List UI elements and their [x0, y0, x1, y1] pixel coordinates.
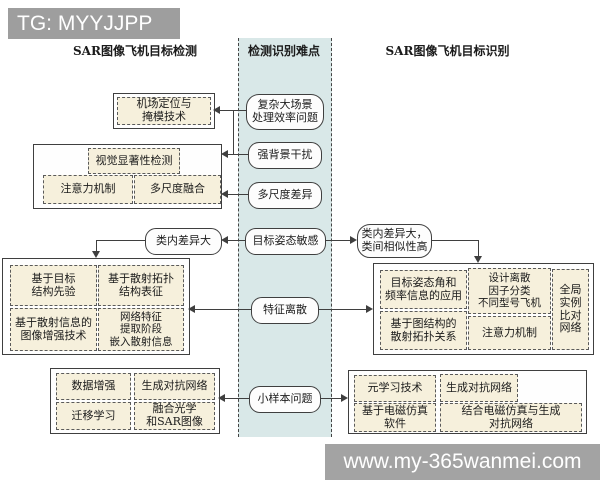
- detection-visual-saliency-cell: 视觉显著性检测: [88, 148, 180, 174]
- watermark-top-left: TG: MYYJJPP: [8, 8, 180, 39]
- recognition-em-gan-cell: 结合电磁仿真与生成 对抗网络: [440, 403, 582, 432]
- header-detection: SAR图像飞机目标检测: [73, 44, 197, 58]
- recognition-attention-cell: 注意力机制: [468, 316, 551, 350]
- line-feature-right: [318, 309, 366, 310]
- header-recognition: SAR图像飞机目标识别: [385, 44, 510, 58]
- detection-structure-box: 基于目标 结构先验 基于散射拓扑 结构表征 基于散射信息的 图像增强技术 网络特…: [2, 258, 190, 355]
- line-scale-difference: [228, 194, 248, 195]
- arrow-to-structure-box-icon: [92, 251, 100, 258]
- node-scale-difference: 多尺度差异: [248, 182, 322, 209]
- arrow-to-intra-inter-icon: [350, 236, 357, 244]
- detection-target-prior-cell: 基于目标 结构先验: [10, 265, 97, 306]
- recognition-pose-box: 目标姿态角和 频率信息的应用 设计离散 因子分类 不同型号飞机 全局 实例 比对…: [373, 263, 594, 355]
- recognition-pose-freq-cell: 目标姿态角和 频率信息的应用: [380, 270, 467, 309]
- detection-optical-fusion-cell: 融合光学 和SAR图像: [134, 402, 215, 430]
- arrow-to-pose-left-icon: [366, 305, 373, 313]
- arrow-to-smallsample-left-icon: [218, 394, 225, 402]
- detection-transfer-cell: 迁移学习: [56, 402, 131, 430]
- line-smallsample-right: [319, 398, 341, 399]
- arrow-to-fusion-icon: [221, 190, 228, 198]
- line-intra-class-down: [96, 240, 97, 252]
- detection-data-aug-cell: 数据增强: [56, 373, 131, 400]
- line-intra-inter-right: [430, 240, 478, 241]
- line-branch-down: [233, 110, 234, 155]
- detection-network-embed-cell: 网络特征 提取阶段 嵌入散射信息: [98, 308, 184, 351]
- arrow-to-intra-class-icon: [221, 236, 228, 244]
- line-pose-right: [325, 240, 350, 241]
- watermark-bottom-right: www.my-365wanmei.com: [325, 444, 600, 480]
- recognition-discrete-factor-cell: 设计离散 因子分类 不同型号飞机: [468, 268, 551, 314]
- line-intra-class-left: [96, 240, 145, 241]
- detection-multiscale-fusion-cell: 多尺度融合: [134, 175, 221, 204]
- node-complex-scene: 复杂大场景 处理效率问题: [246, 94, 324, 130]
- detection-scatter-topology-cell: 基于散射拓扑 结构表征: [98, 265, 184, 306]
- node-small-sample: 小样本问题: [249, 386, 321, 413]
- node-feature-discreteness: 特征离散: [251, 297, 319, 324]
- recognition-gan-cell: 生成对抗网络: [440, 374, 518, 402]
- detection-gan-cell: 生成对抗网络: [134, 373, 215, 400]
- detection-attention-cell: 注意力机制: [43, 175, 133, 204]
- arrow-to-pose-box-icon: [474, 256, 482, 263]
- detection-airport-box: 机场定位与 掩模技术: [113, 93, 215, 129]
- arrow-to-structure-right-icon: [188, 305, 195, 313]
- recognition-em-software-cell: 基于电磁仿真 软件: [354, 403, 436, 432]
- recognition-smallsample-box: 元学习技术 生成对抗网络 基于电磁仿真 软件 结合电磁仿真与生成 对抗网络: [348, 370, 587, 434]
- recognition-meta-learning-cell: 元学习技术: [354, 375, 436, 402]
- arrow-to-smallsample-right-icon: [341, 394, 348, 402]
- line-strong-clutter: [228, 154, 248, 155]
- recognition-intra-inter-pill: 类内差异大， 类间相似性高: [357, 224, 432, 258]
- line-intra-inter-down: [478, 240, 479, 257]
- line-smallsample-left: [225, 398, 249, 399]
- node-pose-sensitivity: 目标姿态敏感: [245, 228, 326, 255]
- line-feature-left: [195, 309, 251, 310]
- node-strong-clutter: 强背景干扰: [248, 142, 322, 169]
- arrow-to-saliency-box-icon: [221, 150, 228, 158]
- arrow-to-airport-box-icon: [213, 106, 220, 114]
- header-difficulties: 检测识别难点: [247, 44, 320, 58]
- detection-saliency-box: 视觉显著性检测 注意力机制 多尺度融合: [33, 144, 222, 209]
- detection-intra-class-pill: 类内差异大: [145, 228, 222, 255]
- detection-airport-cell: 机场定位与 掩模技术: [117, 97, 211, 125]
- recognition-graph-topology-cell: 基于图结构的 散射拓扑关系: [380, 311, 467, 350]
- detection-scatter-enhance-cell: 基于散射信息的 图像增强技术: [10, 308, 97, 351]
- recognition-global-instance-cell: 全局 实例 比对 网络: [552, 269, 589, 350]
- detection-smallsample-box: 数据增强 生成对抗网络 迁移学习 融合光学 和SAR图像: [50, 368, 220, 434]
- line-pose-left: [228, 240, 245, 241]
